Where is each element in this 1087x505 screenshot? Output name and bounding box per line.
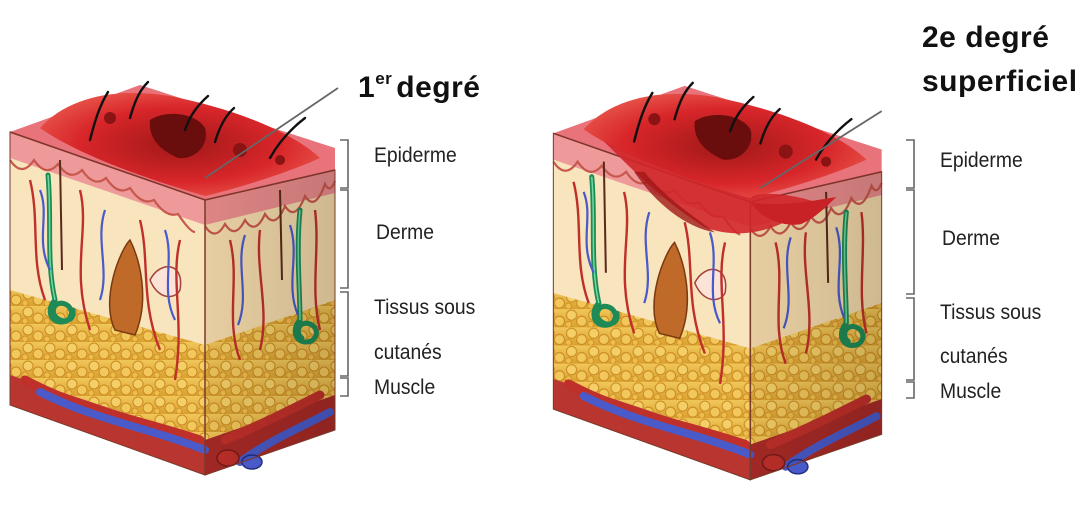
label-subcutaneous-line1: Tissus sous	[940, 300, 1041, 325]
label-subcutaneous-line2: cutanés	[374, 340, 442, 365]
skin-cross-section-illustration	[0, 0, 345, 490]
title-word: degré	[396, 71, 480, 104]
title-line2: superficiel	[922, 60, 1078, 104]
panel-title: 2e degré superficiel	[922, 16, 1078, 104]
title-superscript: er	[375, 69, 392, 88]
label-subcutaneous-line2: cutanés	[940, 344, 1008, 369]
label-muscle: Muscle	[940, 379, 1001, 404]
label-muscle: Muscle	[374, 375, 435, 400]
panel-second-degree-superficial: 2e degré superficiel Epiderme Derme Tiss…	[540, 0, 1087, 505]
label-subcutaneous-line1: Tissus sous	[374, 295, 475, 320]
title-line1: 2e degré	[922, 16, 1078, 60]
label-dermis: Derme	[942, 226, 1000, 251]
title-number: 1	[358, 71, 375, 104]
layer-braces	[338, 138, 358, 400]
skin-cross-section-illustration	[540, 0, 895, 495]
label-epidermis: Epiderme	[374, 143, 457, 168]
label-dermis: Derme	[376, 220, 434, 245]
label-epidermis: Epiderme	[940, 148, 1023, 173]
layer-braces	[904, 138, 924, 400]
